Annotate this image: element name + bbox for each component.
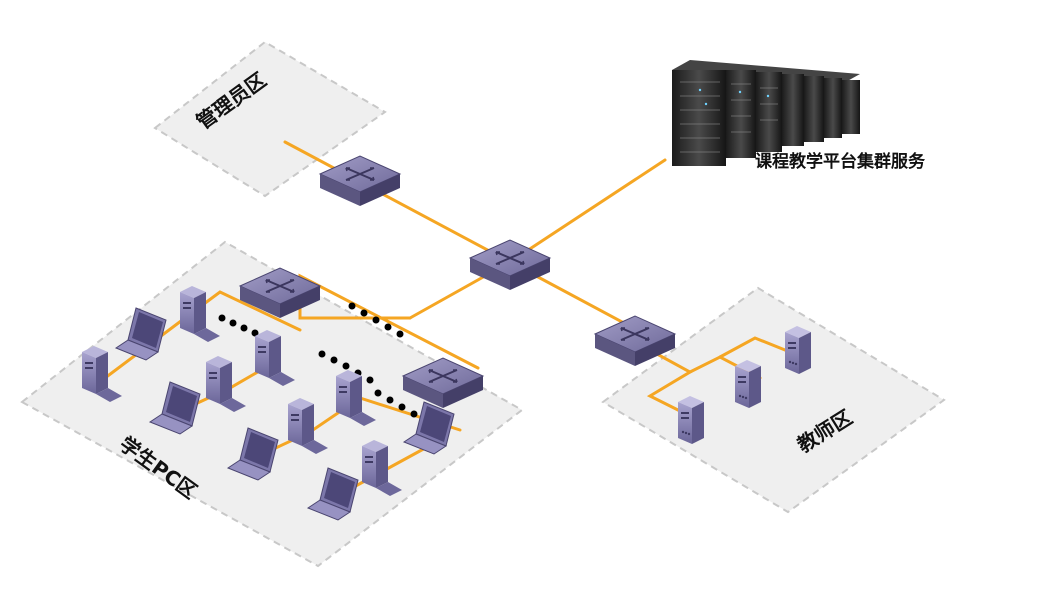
teacher-server <box>785 326 811 374</box>
continuation-dots <box>218 302 418 418</box>
teacher-server <box>735 360 761 408</box>
link-core-cluster <box>508 158 667 264</box>
link-teacher-bus-3 <box>718 336 792 359</box>
link-pc-chain-4 <box>248 396 462 462</box>
link-admin-core <box>283 140 512 264</box>
link-teacher-bus-1 <box>633 340 694 418</box>
admin-zone <box>153 40 387 198</box>
teacher-zone <box>601 286 946 514</box>
cluster-server-racks <box>672 60 860 166</box>
teacher-server <box>678 396 704 444</box>
cluster-label: 课程教学平台集群服务 <box>755 151 926 172</box>
